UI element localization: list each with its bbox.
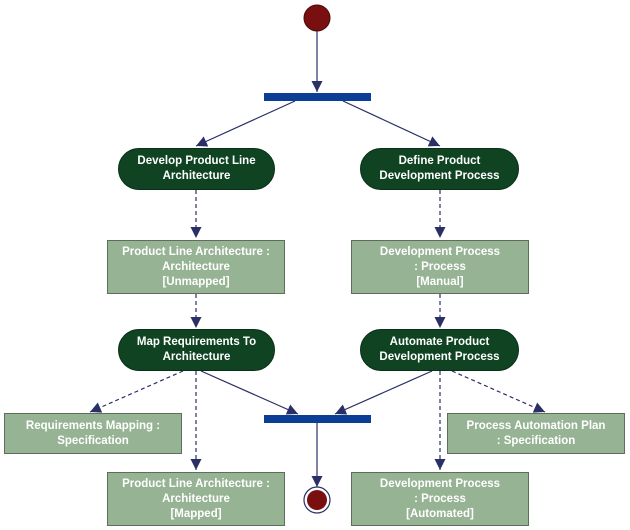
action-develop-product-line-architecture[interactable]: Develop Product Line Architecture — [118, 148, 275, 190]
fork-bar — [264, 93, 371, 101]
action-define-product-development-process[interactable]: Define Product Development Process — [360, 148, 519, 190]
flow-map-req-mapping — [89, 370, 184, 413]
object-process-automation-plan[interactable]: Process Automation Plan : Specification — [447, 413, 625, 454]
object-dp-automated[interactable]: Development Process : Process [Automated… — [351, 472, 529, 526]
flow-automate-join — [334, 370, 433, 415]
initial-node — [303, 4, 331, 32]
action-automate-product-development-process[interactable]: Automate Product Development Process — [360, 329, 519, 371]
flow-fork-define — [342, 100, 441, 147]
final-node — [307, 490, 327, 510]
object-dp-manual[interactable]: Development Process : Process [Manual] — [351, 240, 529, 294]
object-requirements-mapping[interactable]: Requirements Mapping : Specification — [4, 413, 182, 454]
join-bar — [264, 415, 371, 423]
flow-automate-pap — [451, 370, 546, 413]
object-pla-mapped[interactable]: Product Line Architecture : Architecture… — [107, 472, 285, 526]
object-pla-unmapped[interactable]: Product Line Architecture : Architecture… — [107, 240, 285, 294]
action-map-requirements-to-architecture[interactable]: Map Requirements To Architecture — [118, 329, 275, 371]
flow-map-join — [200, 370, 299, 415]
flow-fork-develop — [195, 100, 296, 147]
